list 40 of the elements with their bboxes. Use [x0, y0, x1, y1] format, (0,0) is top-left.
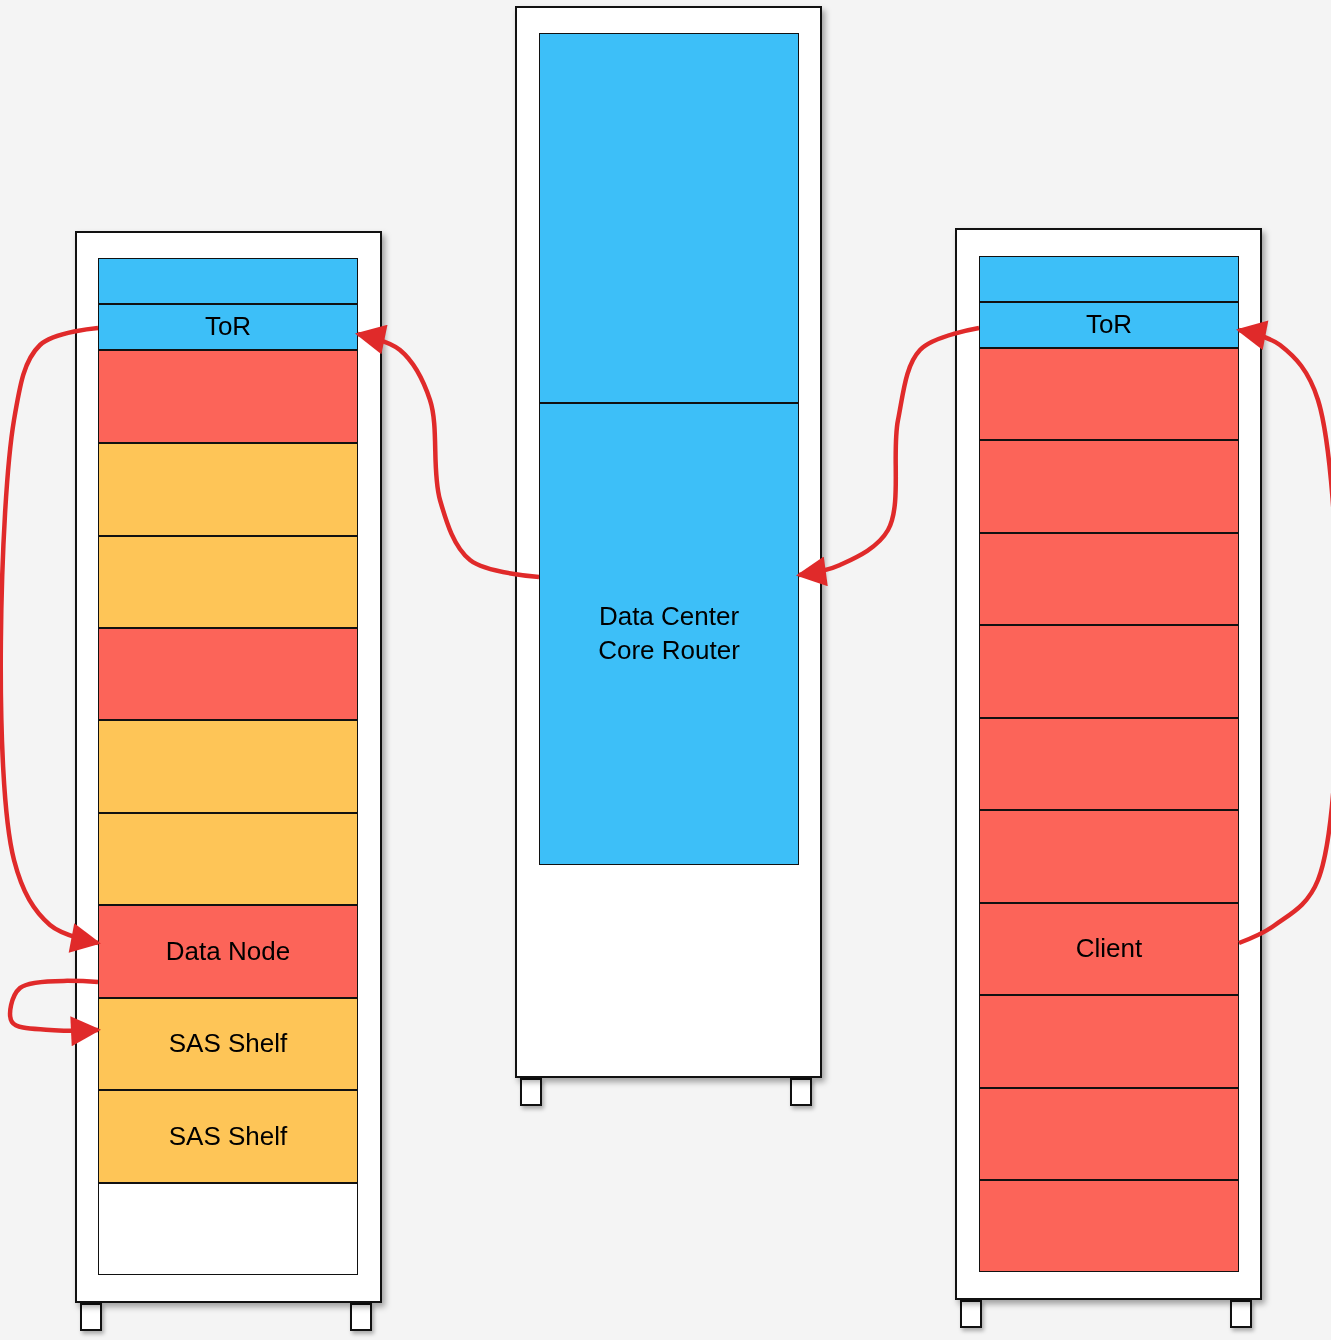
empty-slot — [979, 625, 1239, 718]
device-slot — [979, 903, 1239, 995]
empty-slot — [979, 256, 1239, 302]
device-label: SAS Shelf — [168, 1027, 288, 1061]
empty-slot — [979, 533, 1239, 625]
device-slot — [539, 403, 799, 865]
arrow — [355, 325, 540, 580]
device-label: Data Center Core Router — [597, 600, 741, 667]
arrow — [1236, 320, 1331, 946]
empty-slot — [979, 718, 1239, 810]
rack-cabinet — [75, 231, 382, 1303]
device-slot — [98, 998, 358, 1090]
device-label: Data Node — [165, 934, 291, 968]
empty-slot — [98, 350, 358, 443]
device-slot — [98, 905, 358, 998]
empty-slot — [98, 1183, 358, 1275]
empty-slot — [98, 813, 358, 905]
rack-cabinet — [955, 228, 1262, 1300]
device-label: SAS Shelf — [168, 1119, 288, 1153]
device-slot — [98, 304, 358, 350]
empty-slot — [979, 1180, 1239, 1272]
empty-slot — [979, 348, 1239, 440]
empty-slot — [98, 443, 358, 536]
arrow — [7, 978, 101, 1047]
empty-slot — [98, 628, 358, 720]
rack-cabinet — [515, 6, 822, 1078]
arrow — [796, 325, 980, 587]
empty-slot — [98, 720, 358, 813]
empty-slot — [979, 810, 1239, 903]
device-label: Client — [1075, 932, 1143, 966]
empty-slot — [979, 440, 1239, 533]
arrow — [0, 325, 101, 953]
device-label: ToR — [1085, 308, 1133, 342]
device-slot — [979, 302, 1239, 348]
empty-slot — [98, 536, 358, 628]
device-label: ToR — [204, 310, 252, 344]
empty-slot — [979, 1088, 1239, 1180]
device-slot — [98, 1090, 358, 1183]
empty-slot — [98, 258, 358, 304]
empty-slot — [979, 995, 1239, 1088]
